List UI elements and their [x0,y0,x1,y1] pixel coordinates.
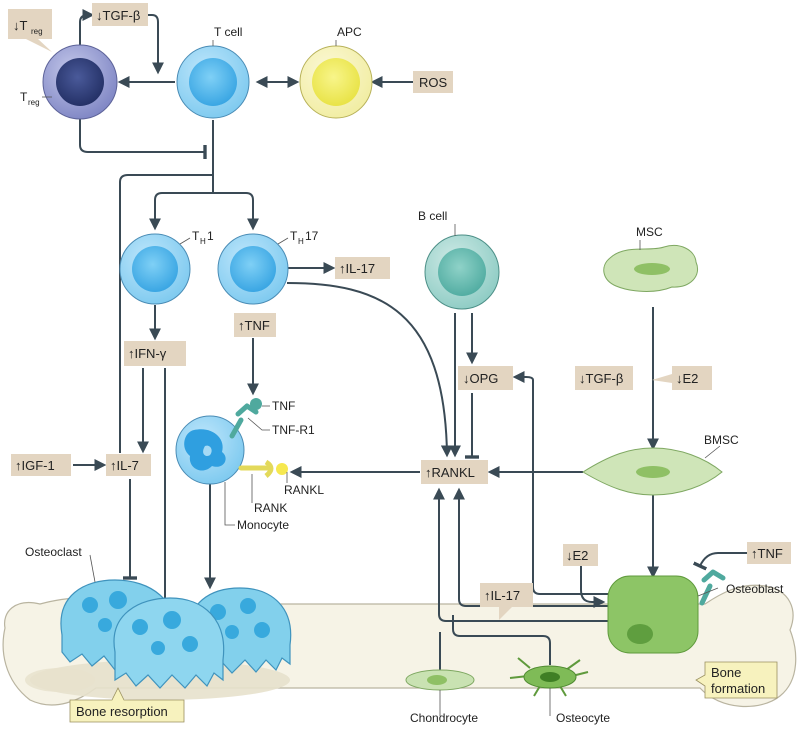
svg-text:T: T [192,229,200,243]
th1-cell [119,233,191,305]
msc-cell [603,245,698,292]
svg-text:RANK: RANK [254,501,287,515]
svg-text:MSC: MSC [636,225,663,239]
svg-text:↓TGF-β: ↓TGF-β [96,8,140,23]
rank-receptor [238,459,288,478]
svg-text:H: H [298,237,304,246]
factor-tnf-up-ob: ↑TNF [747,542,791,564]
factor-e2-down-ob: ↓E2 [563,544,598,566]
factor-il17-up-bone: ↑IL-17 [480,583,533,620]
svg-text:↑TNF: ↑TNF [238,318,270,333]
svg-text:Osteoclast: Osteoclast [25,545,82,559]
svg-text:T cell: T cell [214,25,242,39]
svg-text:Monocyte: Monocyte [237,518,289,532]
factor-opg-down: ↓OPG [458,366,513,390]
svg-text:Chondrocyte: Chondrocyte [410,711,478,725]
bone-formation-label: Bone formation [695,661,778,699]
svg-text:reg: reg [28,98,40,107]
svg-text:↓E2: ↓E2 [566,548,588,563]
svg-text:ROS: ROS [419,75,448,90]
factor-ifng-up: ↑IFN-γ [124,341,186,366]
factor-rankl-up: ↑RANKL [421,460,488,484]
th17-cell [217,233,289,305]
t-cell [176,45,250,119]
factor-il7-up: ↑IL-7 [106,454,151,476]
osteoblast-cell [607,575,699,654]
svg-text:17: 17 [305,229,319,243]
factor-tnf-up-th17: ↑TNF [234,313,276,337]
svg-text:1: 1 [207,229,214,243]
svg-text:RANKL: RANKL [284,483,324,497]
factor-igf1-up: ↑IGF-1 [11,454,71,476]
svg-text:↑IFN-γ: ↑IFN-γ [128,346,167,361]
svg-text:reg: reg [31,27,43,36]
svg-text:Osteoblast: Osteoblast [726,582,784,596]
connector-lines [73,9,747,670]
svg-text:Bone: Bone [711,665,741,680]
svg-text:↑RANKL: ↑RANKL [425,465,475,480]
svg-text:BMSC: BMSC [704,433,739,447]
svg-text:T: T [290,229,298,243]
b-cell [424,234,500,310]
factor-ros: ROS [413,71,453,93]
osteocyte-cell [509,657,589,697]
bmsc-cell [582,447,723,496]
factor-tgfb-down-top: ↓TGF-β [92,3,148,26]
svg-text:H: H [200,237,206,246]
svg-text:↓T: ↓T [13,18,28,33]
svg-text:T: T [20,90,28,104]
svg-text:↑IL-17: ↑IL-17 [484,588,520,603]
osteoblast-receptor [699,569,726,606]
svg-text:↑IL-17: ↑IL-17 [339,261,375,276]
svg-text:TNF: TNF [272,399,295,413]
factor-treg-down: ↓T reg [8,9,52,52]
svg-text:TNF-R1: TNF-R1 [272,423,315,437]
svg-text:B cell: B cell [418,209,447,223]
svg-text:Bone resorption: Bone resorption [76,704,168,719]
treg-cell [42,44,118,120]
factor-tgfb-down-msc: ↓TGF-β [575,366,633,390]
monocyte-cell [175,415,245,485]
bone-resorption-label: Bone resorption [69,687,185,723]
cell-labels: T reg T cell APC T H 1 T H 17 B cell MSC… [20,25,784,725]
factor-e2-down-msc: ↓E2 [652,366,712,390]
svg-text:↑TNF: ↑TNF [751,546,783,561]
chondrocyte-cell [405,669,475,691]
svg-text:Osteocyte: Osteocyte [556,711,610,725]
svg-text:APC: APC [337,25,362,39]
svg-text:↑IL-7: ↑IL-7 [110,458,139,473]
svg-text:formation: formation [711,681,765,696]
svg-text:↓OPG: ↓OPG [463,371,498,386]
svg-text:↓E2: ↓E2 [676,371,698,386]
svg-text:↓TGF-β: ↓TGF-β [579,371,623,386]
factor-il17-up-top: ↑IL-17 [335,257,390,279]
osteoclasts [60,579,292,689]
svg-text:↑IGF-1: ↑IGF-1 [15,458,55,473]
apc-cell [299,45,373,119]
tnf-receptor [229,398,262,439]
